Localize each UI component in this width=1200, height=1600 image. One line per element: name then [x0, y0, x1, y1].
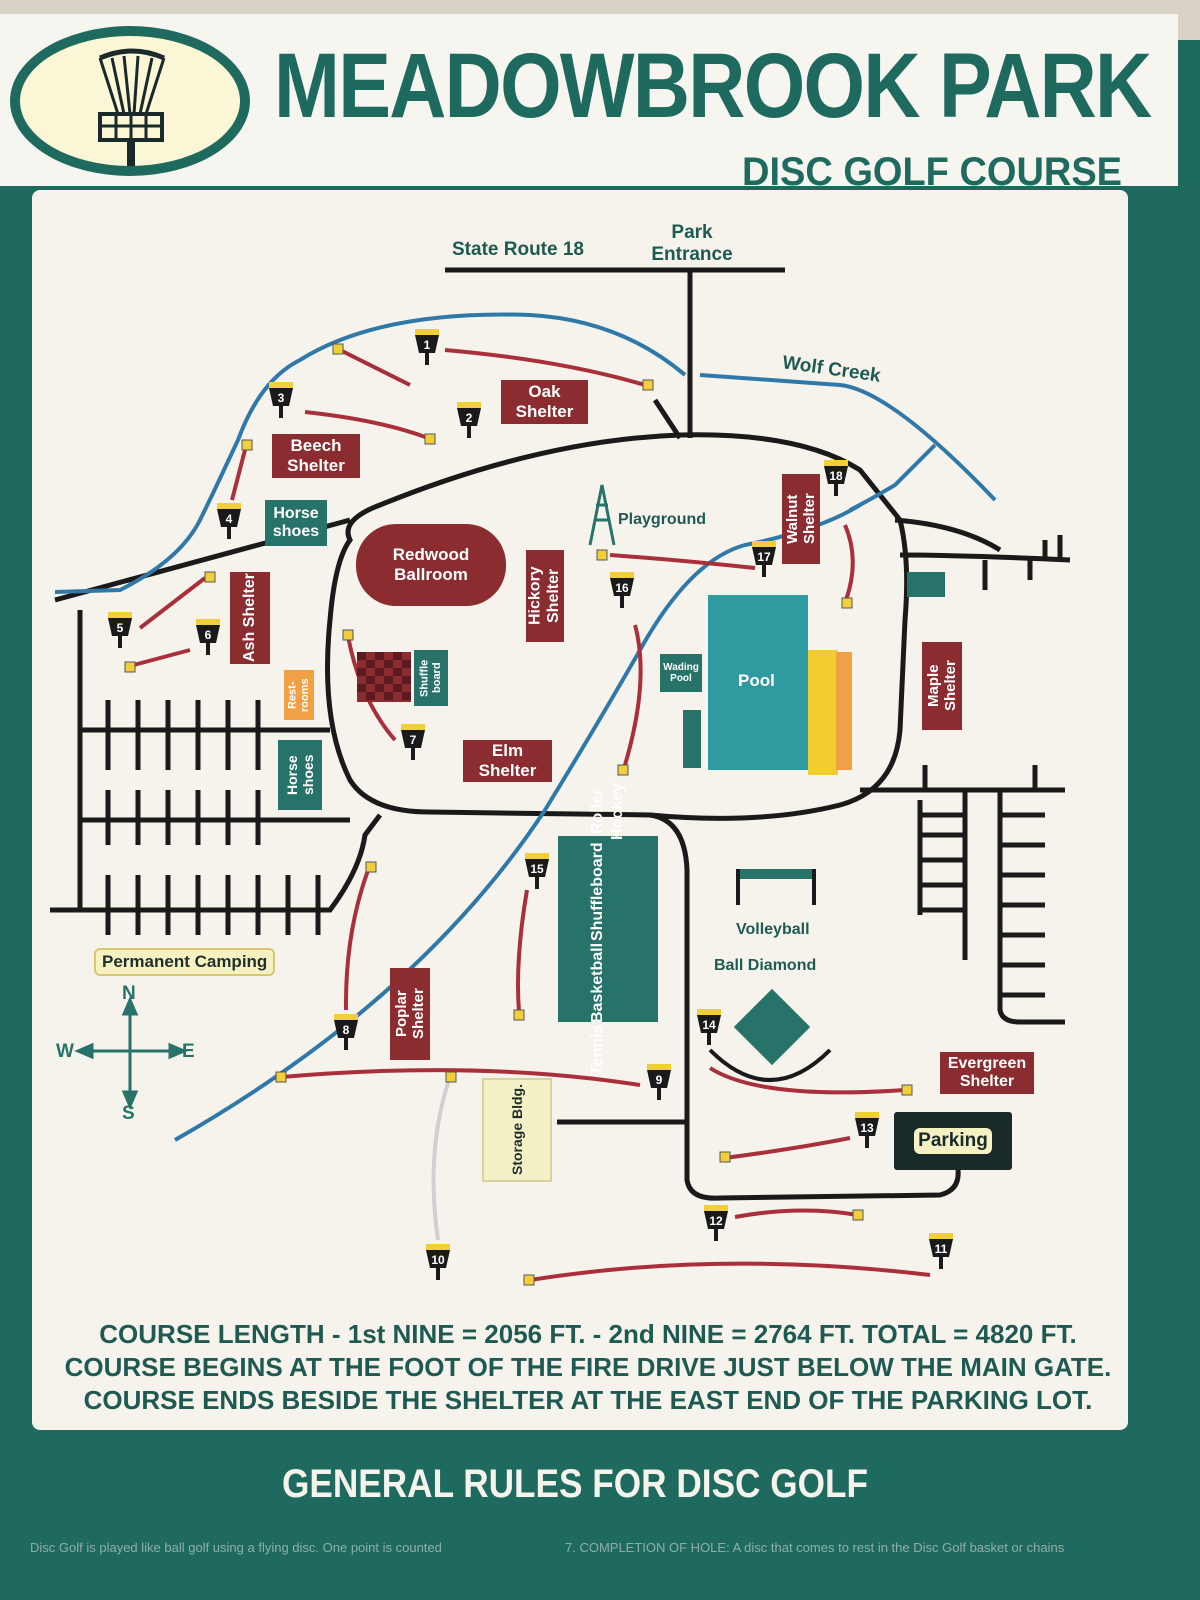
hole-number-9: 9 — [656, 1073, 663, 1087]
court-tennis: Tennis — [589, 1024, 606, 1076]
hole-number-6: 6 — [205, 628, 212, 642]
pool-label: Pool — [738, 671, 775, 690]
basket-marker-hole-7: 7 — [401, 724, 425, 760]
basket-marker-hole-17: 17 — [752, 541, 776, 577]
court-shuffleboard: Shuffleboard — [589, 841, 606, 941]
playground-label: Playground — [618, 511, 707, 528]
hole-number-15: 15 — [530, 862, 544, 876]
hole-number-18: 18 — [829, 469, 843, 483]
horseshoes-lower: Horse shoes — [278, 740, 322, 810]
page-title: MEADOWBROOK PARK — [274, 35, 1152, 137]
disc-golf-basket-icon — [98, 48, 166, 166]
elm-shelter: Elm Shelter — [463, 740, 552, 782]
court-basketball: Basketball — [589, 942, 606, 1023]
basket-marker-hole-13: 13 — [855, 1112, 879, 1148]
parking-label: Parking — [914, 1128, 992, 1154]
permanent-camping-label: Permanent Camping — [94, 948, 276, 976]
parking-lot: Parking — [894, 1112, 1012, 1170]
basket-marker-hole-15: 15 — [525, 853, 549, 889]
pool-deck-edge — [836, 652, 852, 770]
beech-shelter: Beech Shelter — [272, 434, 360, 478]
courts-block: Tennis Basketball Shuffleboard Roller Ho… — [558, 783, 658, 1075]
basket-marker-hole-8: 8 — [334, 1014, 358, 1050]
rules-title: GENERAL RULES FOR DISC GOLF — [281, 1462, 869, 1506]
course-info: COURSE LENGTH - 1st NINE = 2056 FT. - 2n… — [0, 1318, 1176, 1417]
hole-number-2: 2 — [466, 411, 473, 425]
rules-text-right: 7. COMPLETION OF HOLE: A disc that comes… — [565, 1540, 1065, 1555]
horseshoes-top: Horse shoes — [265, 500, 327, 546]
wading-pool: Wading Pool — [660, 654, 702, 692]
basket-marker-hole-10: 10 — [426, 1244, 450, 1280]
ball-diamond-label: Ball Diamond — [714, 957, 817, 974]
basket-marker-hole-18: 18 — [824, 460, 848, 496]
tee-pads — [124, 343, 913, 1286]
hole-number-14: 14 — [702, 1018, 716, 1032]
ball-diamond-icon — [708, 988, 832, 1082]
hole-number-10: 10 — [431, 1253, 445, 1267]
checkerboard-icon — [357, 652, 411, 702]
hole-number-3: 3 — [278, 391, 285, 405]
restrooms: Rest- rooms — [284, 670, 314, 720]
hole-number-7: 7 — [410, 733, 417, 747]
course-begins-line: COURSE BEGINS AT THE FOOT OF THE FIRE DR… — [64, 1352, 1112, 1382]
compass-rose-icon — [74, 996, 188, 1110]
hole-number-4: 4 — [226, 512, 233, 526]
volleyball-net-icon — [736, 869, 816, 905]
compass-north: N — [122, 983, 136, 1004]
pool-building — [683, 710, 701, 768]
hole-number-1: 1 — [424, 338, 431, 352]
basket-marker-hole-6: 6 — [196, 619, 220, 655]
poplar-shelter: Poplar Shelter — [390, 968, 430, 1060]
fairways — [129, 348, 931, 1282]
page-subtitle: DISC GOLF COURSE — [741, 150, 1122, 194]
hole-number-11: 11 — [935, 1242, 948, 1256]
basket-marker-hole-3: 3 — [269, 382, 293, 418]
basket-marker-hole-11: 11 — [929, 1233, 953, 1269]
hole-number-17: 17 — [757, 550, 771, 564]
course-ends-line: COURSE ENDS BESIDE THE SHELTER AT THE EA… — [83, 1385, 1093, 1415]
basket-marker-hole-14: 14 — [697, 1009, 721, 1045]
compass-west: W — [56, 1041, 74, 1062]
maple-shelter: Maple Shelter — [922, 642, 962, 730]
basket-marker-hole-2: 2 — [457, 402, 481, 438]
hole-number-12: 12 — [709, 1214, 723, 1228]
pool-deck-shape — [808, 650, 838, 775]
hole-number-16: 16 — [615, 581, 629, 595]
ash-shelter: Ash Shelter — [230, 572, 270, 664]
logo-badge — [10, 26, 250, 176]
hickory-shelter: Hickory Shelter — [526, 550, 564, 642]
basket-marker-hole-12: 12 — [704, 1205, 728, 1241]
shuffleboard-small: Shuffle board — [414, 650, 448, 706]
storage-building: Storage Bldg. — [482, 1078, 552, 1182]
hole-number-8: 8 — [343, 1023, 350, 1037]
playground-icon — [588, 484, 616, 546]
court-roller-hockey: Roller Hockey — [589, 783, 626, 840]
basket-marker-hole-16: 16 — [610, 572, 634, 608]
hole-number-5: 5 — [117, 621, 124, 635]
compass-east: E — [182, 1041, 195, 1062]
basket-marker-hole-4: 4 — [217, 503, 241, 539]
oak-shelter: Oak Shelter — [501, 380, 588, 424]
walnut-shelter: Walnut Shelter — [782, 474, 820, 564]
basket-marker-hole-9: 9 — [647, 1064, 671, 1100]
hole-number-13: 13 — [860, 1121, 874, 1135]
redwood-ballroom: Redwood Ballroom — [356, 524, 506, 606]
small-building — [907, 572, 945, 597]
basket-marker-hole-5: 5 — [108, 612, 132, 648]
rules-text-left: Disc Golf is played like ball golf using… — [30, 1540, 442, 1555]
basket-marker-hole-1: 1 — [415, 329, 439, 365]
compass-south: S — [122, 1103, 135, 1124]
volleyball-label: Volleyball — [736, 921, 810, 938]
course-length-line: COURSE LENGTH - 1st NINE = 2056 FT. - 2n… — [99, 1319, 1077, 1349]
park-entrance-label: Park Entrance — [651, 222, 733, 265]
storage-label: Storage Bldg. — [508, 1084, 525, 1176]
pool-shape — [708, 595, 808, 770]
state-route-label: State Route 18 — [452, 239, 584, 260]
evergreen-shelter: Evergreen Shelter — [940, 1052, 1034, 1094]
sign-header: MEADOWBROOK PARK DISC GOLF COURSE — [0, 14, 1178, 192]
